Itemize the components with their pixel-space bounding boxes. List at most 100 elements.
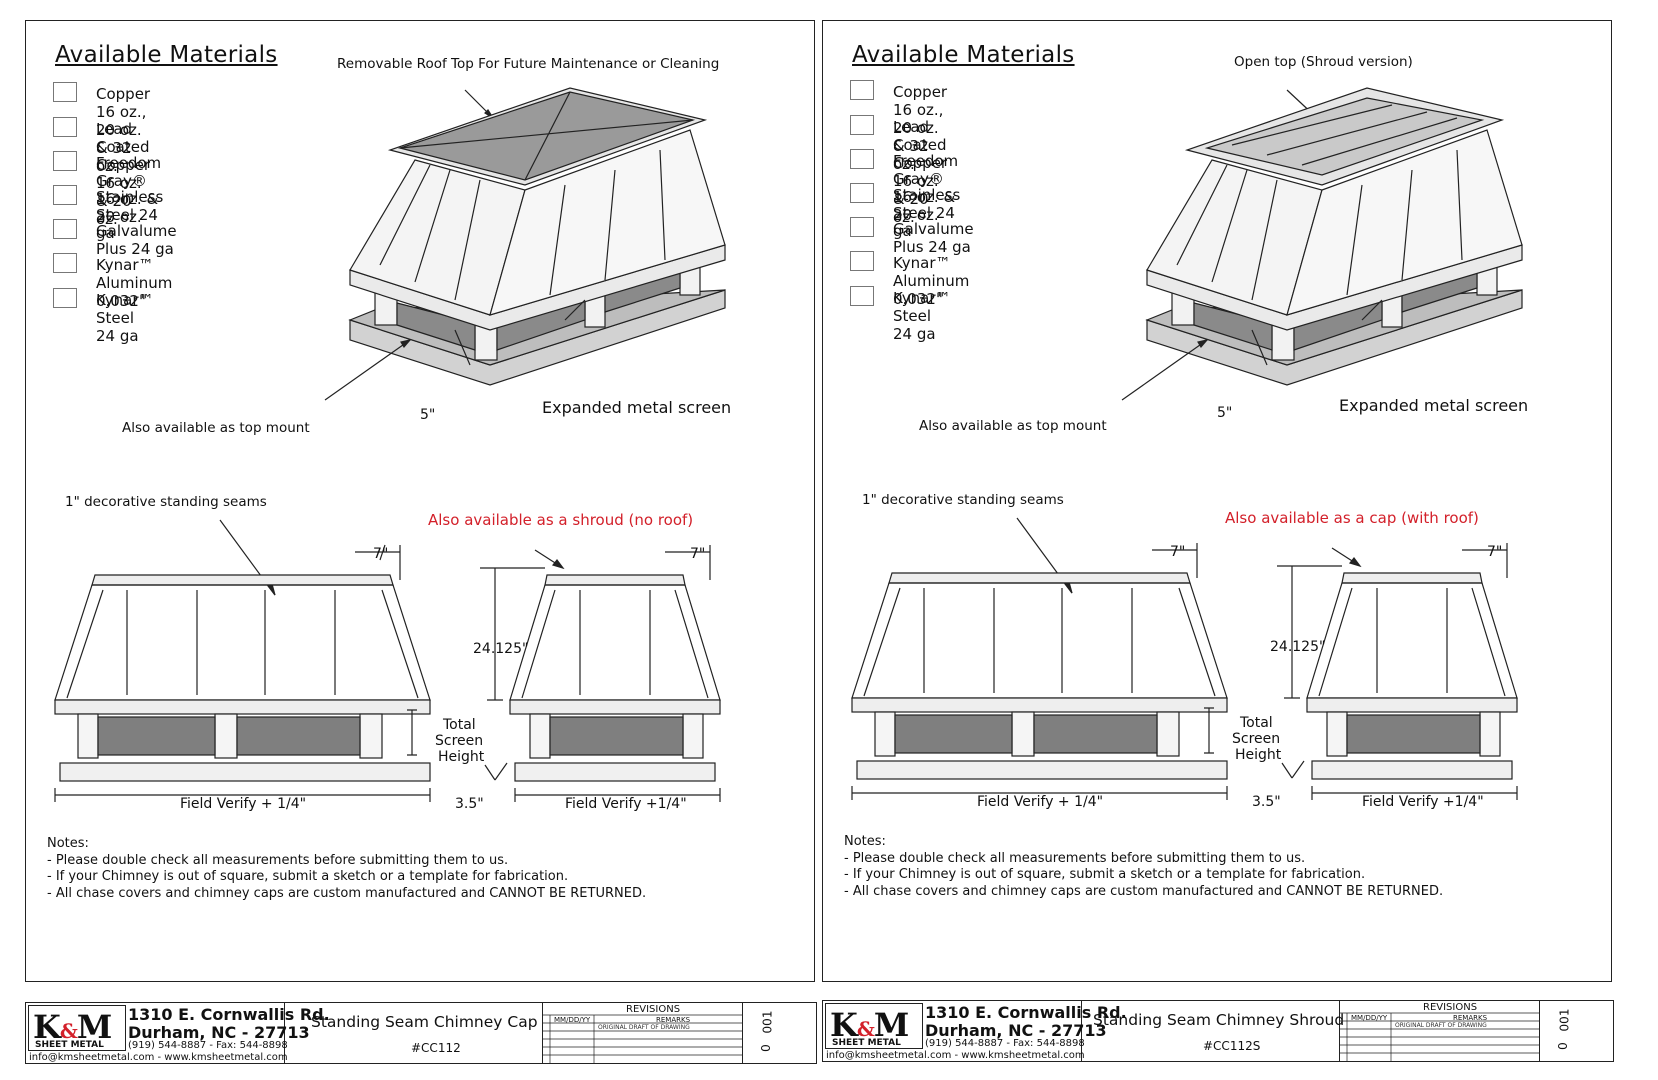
screen-height-label-3: Height	[438, 749, 485, 765]
phone-fax: (919) 544-8887 - Fax: 544-8898	[925, 1038, 1085, 1049]
revision-grid	[1339, 1012, 1539, 1061]
material-checkbox[interactable]	[53, 82, 77, 102]
material-label: Kynar™ Steel 24 ga	[893, 289, 951, 343]
material-label: Lead Coated Copper 16 oz. & 20 oz.	[96, 120, 151, 228]
material-checkbox[interactable]	[53, 219, 77, 239]
field-verify-left: Field Verify + 1/4"	[977, 794, 1104, 810]
material-checkbox[interactable]	[850, 251, 874, 271]
material-label: Copper 16 oz., 20 oz. & 32 oz.	[96, 85, 151, 175]
address-line-1: 1310 E. Cornwallis Rd.	[128, 1005, 330, 1024]
drawing-sheet-cap: Available Materials Copper 16 oz., 20 oz…	[25, 20, 815, 982]
material-checkbox[interactable]	[850, 80, 874, 100]
materials-heading: Available Materials	[852, 42, 1075, 68]
material-label: Lead Coated Copper 16 oz. & 20 oz.	[893, 118, 948, 226]
alt-version-callout: Also available as a cap (with roof)	[1225, 509, 1479, 527]
isometric-cap-drawing	[324, 87, 726, 401]
material-label: Freedom Gray® 16 oz. & 20 oz.	[893, 152, 959, 224]
material-label: Kynar™ Aluminum 0.032"	[96, 256, 173, 310]
material-checkbox[interactable]	[53, 253, 77, 273]
sheet-border	[25, 20, 815, 982]
material-checkbox[interactable]	[850, 183, 874, 203]
notes-title: Notes:	[844, 834, 886, 849]
notes-block: Notes: - Please double check all measure…	[47, 836, 646, 902]
material-label: Kynar™ Aluminum 0.032"	[893, 254, 970, 308]
note-line: - If your Chimney is out of square, subm…	[844, 867, 1366, 882]
sheet-border	[822, 20, 1612, 982]
material-label: Galvalume Plus 24 ga	[893, 220, 974, 256]
top-callout: Removable Roof Top For Future Maintenanc…	[337, 56, 720, 72]
rev-remarks-header: REMARKS	[656, 1016, 691, 1024]
screen-callout: Expanded metal screen	[542, 398, 732, 417]
seams-callout: 1" decorative standing seams	[862, 492, 1064, 508]
alt-version-callout: Also available as a shroud (no roof)	[428, 511, 694, 529]
material-label: Kynar™ Steel 24 ga	[96, 291, 154, 345]
screen-callout: Expanded metal screen	[1339, 396, 1529, 415]
email-web: info@kmsheetmetal.com - www.kmsheetmetal…	[826, 1050, 1085, 1061]
rev-remarks-header: REMARKS	[1453, 1014, 1488, 1022]
revision-letter: 0	[758, 1044, 773, 1052]
revisions-title: REVISIONS	[1423, 1002, 1478, 1013]
drawing-title: Standing Seam Chimney Cap	[311, 1013, 538, 1031]
field-verify-right: Field Verify +1/4"	[1362, 794, 1484, 810]
mount-callout: Also available as top mount	[919, 418, 1107, 434]
elevation-drawings	[54, 519, 721, 802]
dim-7-right: 7"	[1487, 544, 1503, 560]
material-label: Stainless Steel 24 ga	[893, 186, 961, 240]
dim-7-right: 7"	[690, 546, 706, 562]
screen-height-label-1: Total	[443, 717, 476, 733]
material-label: Copper 16 oz., 20 oz. & 32 oz.	[893, 83, 948, 173]
drawing-title: Standing Seam Chimney Shroud	[1093, 1011, 1345, 1029]
note-line: - All chase covers and chimney caps are …	[844, 883, 1444, 899]
company-logo: K&M SHEET METAL	[825, 1003, 923, 1049]
field-verify-left: Field Verify + 1/4"	[180, 796, 307, 812]
screen-height-label-1: Total	[1240, 715, 1273, 731]
iso-dimension: 5"	[420, 407, 436, 423]
iso-dimension: 5"	[1217, 405, 1233, 421]
dim-7-left: 7"	[373, 546, 389, 562]
screen-height-label-2: Screen	[435, 733, 484, 749]
rev-first-remark: ORIGINAL DRAFT OF DRAWING	[598, 1024, 690, 1031]
elevation-drawings	[851, 517, 1518, 800]
material-checkbox[interactable]	[850, 149, 874, 169]
material-label: Stainless Steel 24 ga	[96, 188, 164, 242]
material-checkbox[interactable]	[850, 115, 874, 135]
revisions-title: REVISIONS	[626, 1004, 681, 1015]
screen-height-label-3: Height	[1235, 747, 1282, 763]
logo-ampersand: &	[856, 1017, 875, 1041]
note-line: - All chase covers and chimney caps are …	[47, 885, 647, 901]
logo-subtitle: SHEET METAL	[832, 1038, 901, 1048]
material-checkbox[interactable]	[53, 288, 77, 308]
notes-block: Notes: - Please double check all measure…	[844, 834, 1443, 900]
material-checkbox[interactable]	[53, 117, 77, 137]
title-block-cap: K&M SHEET METAL 1310 E. Cornwallis Rd. D…	[25, 1002, 817, 1064]
isometric-shroud-drawing	[1121, 87, 1523, 401]
notes-title: Notes:	[47, 836, 89, 851]
revision-grid	[542, 1014, 742, 1063]
phone-fax: (919) 544-8887 - Fax: 544-8898	[128, 1040, 288, 1051]
sheet-number: 001	[1557, 1008, 1572, 1032]
dim-height: 24.125"	[1270, 639, 1326, 655]
drawing-number: #CC112S	[1203, 1039, 1261, 1053]
dim-height: 24.125"	[473, 641, 529, 657]
logo-ampersand: &	[59, 1019, 78, 1043]
address-line-2: Durham, NC - 27713	[128, 1023, 310, 1042]
material-checkbox[interactable]	[850, 286, 874, 306]
address-line-1: 1310 E. Cornwallis Rd.	[925, 1003, 1127, 1022]
seams-callout: 1" decorative standing seams	[65, 494, 267, 510]
dim-7-left: 7"	[1170, 544, 1186, 560]
mount-callout: Also available as top mount	[122, 420, 310, 436]
material-checkbox[interactable]	[53, 185, 77, 205]
dim-3-5: 3.5"	[455, 796, 484, 812]
title-block-shroud: K&M SHEET METAL 1310 E. Cornwallis Rd. D…	[822, 1000, 1614, 1062]
drawing-number: #CC112	[411, 1041, 461, 1055]
material-checkbox[interactable]	[850, 217, 874, 237]
address-line-2: Durham, NC - 27713	[925, 1021, 1107, 1040]
top-callout: Open top (Shroud version)	[1234, 54, 1413, 70]
note-line: - If your Chimney is out of square, subm…	[47, 869, 569, 884]
company-logo: K&M SHEET METAL	[28, 1005, 126, 1051]
material-checkbox[interactable]	[53, 151, 77, 171]
note-line: - Please double check all measurements b…	[47, 852, 509, 868]
logo-text: K&M	[33, 1008, 112, 1046]
field-verify-right: Field Verify +1/4"	[565, 796, 687, 812]
revision-letter: 0	[1555, 1042, 1570, 1050]
